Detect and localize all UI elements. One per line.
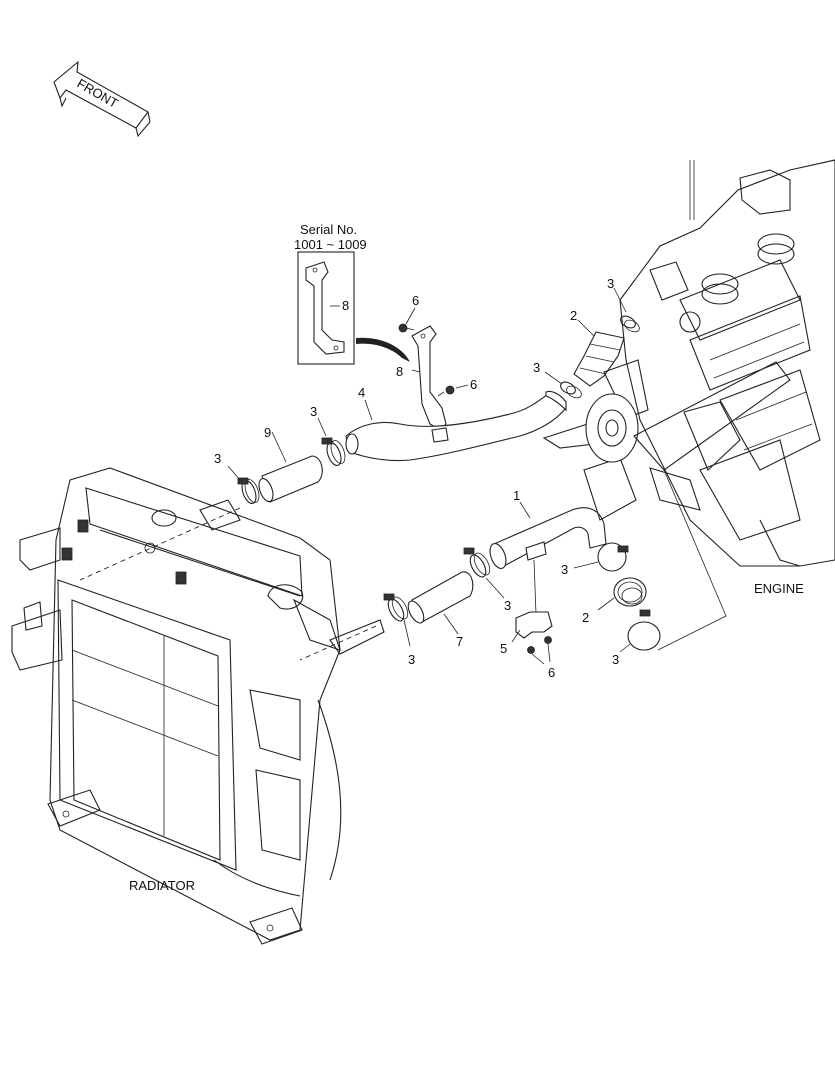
callout-3: 3 (533, 360, 540, 375)
callout-3: 3 (214, 451, 221, 466)
callout-2: 2 (570, 308, 577, 323)
bracket-8 (398, 307, 469, 431)
callout-3: 3 (612, 652, 619, 667)
pipe-4 (345, 390, 567, 462)
bracket-5 (511, 611, 553, 665)
callout-4: 4 (358, 385, 365, 400)
callout-3: 3 (408, 652, 415, 667)
hose-2-upper (544, 287, 640, 399)
callout-3: 3 (561, 562, 568, 577)
callout-6: 6 (548, 665, 555, 680)
callout-5: 5 (500, 641, 507, 656)
clamps-lower (383, 547, 505, 647)
callout-3: 3 (310, 404, 317, 419)
callout-8: 8 (396, 364, 403, 379)
callout-3: 3 (504, 598, 511, 613)
pipe-1 (489, 501, 607, 615)
callout-8-inset: 8 (342, 298, 349, 313)
callout-6: 6 (470, 377, 477, 392)
serial-title: Serial No. (300, 222, 357, 237)
hose-9 (258, 431, 323, 503)
callout-2: 2 (582, 610, 589, 625)
serial-range: 1001 ~ 1009 (294, 237, 367, 252)
engine-assembly (542, 159, 835, 651)
radiator-label: RADIATOR (129, 878, 195, 893)
engine-label: ENGINE (754, 581, 804, 596)
phantom-lines (79, 507, 377, 661)
callout-3: 3 (607, 276, 614, 291)
callout-1: 1 (513, 488, 520, 503)
serial-box: Serial No. 1001 ~ 1009 8 (294, 222, 410, 365)
callout-9: 9 (264, 425, 271, 440)
radiator-assembly (11, 467, 385, 945)
hose-2-lower (573, 542, 661, 653)
clamps-upper (227, 417, 346, 505)
front-arrow: FRONT (53, 60, 151, 138)
hose-7 (407, 571, 474, 635)
callout-7: 7 (456, 634, 463, 649)
callout-6: 6 (412, 293, 419, 308)
callout-labels: 6 8 6 4 3 9 3 3 2 3 1 3 3 2 7 3 5 6 3 (214, 276, 619, 680)
